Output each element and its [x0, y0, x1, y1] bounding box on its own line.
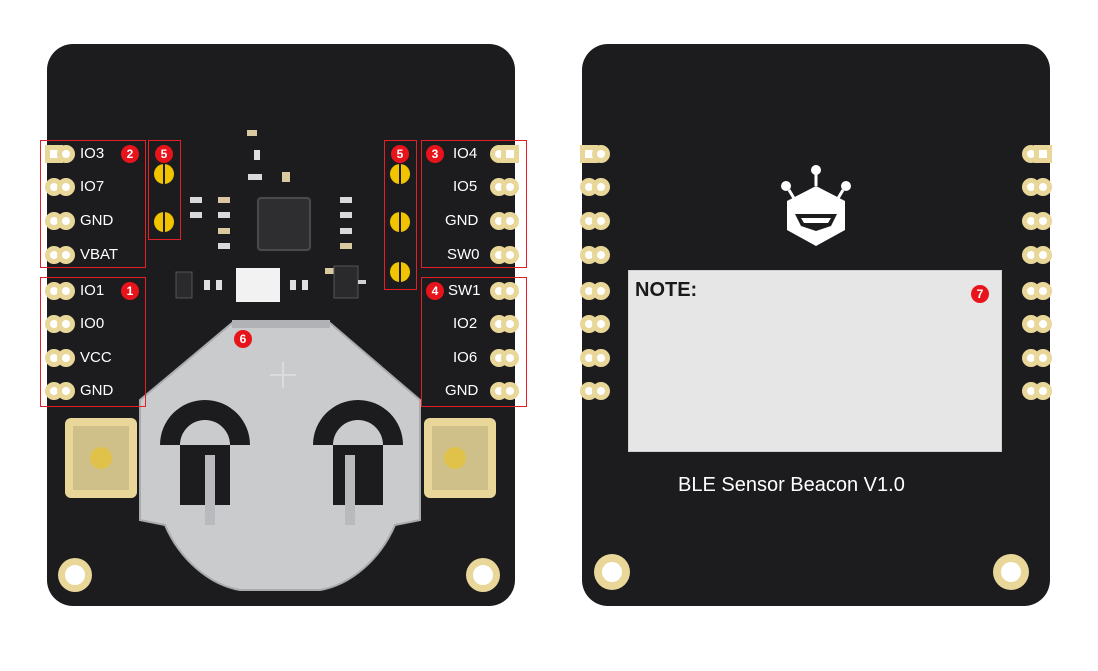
pin-pad — [592, 145, 610, 163]
pin-label: VBAT — [80, 246, 119, 263]
pin-label: GND — [445, 382, 479, 399]
pin-pad — [57, 349, 75, 367]
callout-badge-2: 2 — [121, 145, 139, 163]
note-label: NOTE: — [635, 279, 698, 301]
pin-label: GND — [445, 212, 479, 229]
pin-label: IO0 — [80, 315, 105, 332]
pin-pad-square — [501, 145, 519, 163]
pin-pad — [1034, 315, 1052, 333]
pin-pad — [501, 282, 519, 300]
pin-pad — [57, 282, 75, 300]
robot-head-logo-icon — [781, 165, 851, 246]
jumper-group-right-outline — [384, 140, 417, 290]
note-writing-area — [628, 270, 1002, 452]
pin-label: IO4 — [453, 145, 478, 162]
pin-label: IO6 — [453, 349, 478, 366]
pin-group-2-outline — [40, 140, 146, 268]
pin-pad — [1034, 246, 1052, 264]
callout-badge-5-right: 5 — [391, 145, 409, 163]
pin-pad — [592, 212, 610, 230]
pin-pad — [592, 382, 610, 400]
pin-pad — [1034, 212, 1052, 230]
callout-badge-4: 4 — [426, 282, 444, 300]
callout-badge-5-left: 5 — [155, 145, 173, 163]
button-switch — [236, 268, 280, 302]
pin-label: VCC — [80, 349, 112, 366]
pin-label: IO3 — [80, 145, 105, 162]
pin-pad — [1034, 349, 1052, 367]
pin-pad — [501, 349, 519, 367]
pin-group-4-outline — [421, 277, 527, 407]
pin-label: SW1 — [448, 282, 481, 299]
pin-label: IO7 — [80, 178, 105, 195]
pin-pad — [592, 315, 610, 333]
pin-label: IO5 — [453, 178, 478, 195]
pin-pad — [57, 315, 75, 333]
callout-badge-1: 1 — [121, 282, 139, 300]
pin-pad — [592, 246, 610, 264]
mounting-hole-bottom-left-inner — [65, 565, 85, 585]
pin-label: IO2 — [453, 315, 478, 332]
pin-label: SW0 — [447, 246, 480, 263]
pin-group-1-outline — [40, 277, 146, 407]
pin-label: IO1 — [80, 282, 105, 299]
pin-pad — [1034, 382, 1052, 400]
callout-badge-7: 7 — [971, 285, 989, 303]
product-name: BLE Sensor Beacon V1.0 — [678, 474, 905, 496]
pin-pad — [57, 246, 75, 264]
pin-pad — [592, 282, 610, 300]
pin-pad — [501, 178, 519, 196]
pin-pad — [57, 178, 75, 196]
callout-badge-3: 3 — [426, 145, 444, 163]
pin-pad — [1034, 282, 1052, 300]
mounting-hole-bottom-right-inner — [473, 565, 493, 585]
pin-pad — [501, 315, 519, 333]
pin-pad — [501, 246, 519, 264]
pin-label: GND — [80, 382, 114, 399]
pin-pad — [501, 382, 519, 400]
pin-pad — [1034, 178, 1052, 196]
pin-pad — [501, 212, 519, 230]
callout-badge-6: 6 — [234, 330, 252, 348]
pin-label: GND — [80, 212, 114, 229]
pin-pad-square — [1034, 145, 1052, 163]
jumper-group-left-outline — [148, 140, 181, 240]
pin-pad — [57, 145, 75, 163]
pin-pad — [592, 178, 610, 196]
sensor-chip — [257, 197, 311, 251]
pin-pad — [57, 382, 75, 400]
pin-group-3-outline — [421, 140, 527, 268]
pin-pad — [592, 349, 610, 367]
pin-pad — [57, 212, 75, 230]
